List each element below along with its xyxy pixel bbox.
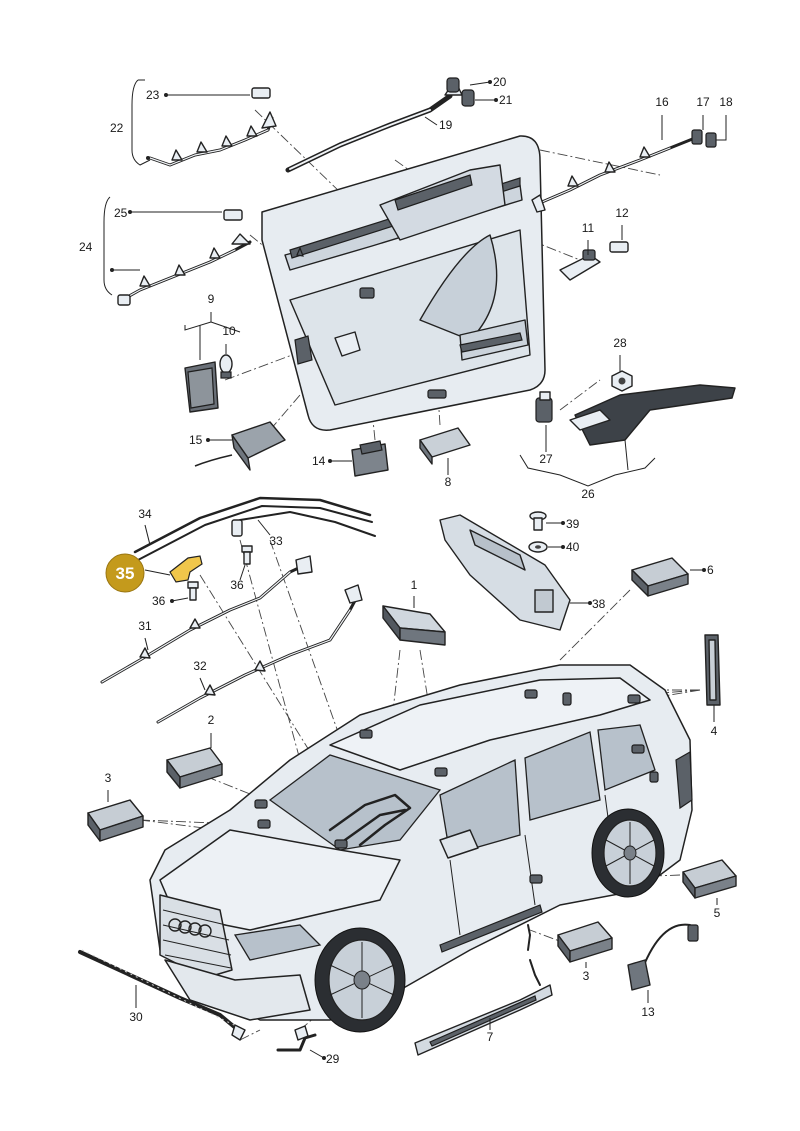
callout-c14: 14 (312, 454, 326, 468)
callout-c33: 33 (269, 534, 283, 548)
door-trim-panel (261, 135, 546, 431)
harness-31 (100, 555, 313, 684)
callout-c28: 28 (613, 336, 627, 350)
interior-harness (328, 793, 412, 847)
highlight-badge[interactable]: 35 (105, 553, 145, 593)
bracket-35 (169, 555, 203, 583)
clip-25 (223, 209, 243, 221)
strip-34 (133, 496, 373, 561)
callout-c7: 7 (487, 1030, 494, 1044)
callout-c26: 26 (581, 487, 595, 501)
callout-c5: 5 (714, 906, 721, 920)
callout-c36b: 36 (152, 594, 166, 608)
callout-c10: 10 (222, 324, 236, 338)
module-5 (682, 859, 737, 899)
plug-20 (446, 77, 460, 93)
strip-33 (231, 511, 376, 537)
clip-23 (251, 87, 271, 99)
callout-c13: 13 (641, 1005, 655, 1019)
callout-c21: 21 (499, 93, 513, 107)
light-unit-11 (559, 249, 601, 281)
bulb-12 (609, 241, 629, 253)
callout-c12: 12 (615, 206, 629, 220)
harness-24 (117, 233, 252, 306)
highlight-badge-circle (105, 553, 145, 593)
callout-c22: 22 (110, 121, 124, 135)
module-2 (166, 747, 223, 789)
callout-c31: 31 (138, 619, 152, 633)
callout-c11: 11 (582, 221, 595, 235)
door-seal-strip-19 (285, 79, 463, 173)
callout-c6: 6 (707, 563, 714, 577)
front-wheel (314, 927, 406, 1033)
highlight-badge-label: 35 (116, 564, 135, 583)
callout-c15: 15 (189, 433, 203, 447)
callout-c2: 2 (208, 713, 215, 727)
bumper-strip-30 (78, 949, 246, 1041)
washer-40 (528, 541, 548, 553)
harness-16 (531, 136, 697, 213)
callout-c1: 1 (411, 578, 418, 592)
callout-c9: 9 (208, 292, 215, 306)
lamp-9 (184, 361, 219, 413)
switch-14 (351, 440, 389, 477)
callout-c34: 34 (138, 507, 152, 521)
callout-c19: 19 (439, 118, 453, 132)
callout-c18: 18 (719, 95, 733, 109)
screw-39 (529, 511, 547, 531)
callout-c3a: 3 (105, 771, 112, 785)
taillight (675, 750, 693, 810)
module-3-right (557, 921, 613, 963)
callout-c27: 27 (539, 452, 553, 466)
callout-c29: 29 (326, 1052, 340, 1066)
callout-c25: 25 (114, 206, 128, 220)
callout-c39: 39 (566, 517, 580, 531)
bolt-36b (187, 581, 199, 601)
sill-trim-7 (414, 924, 553, 1056)
harness-32 (156, 584, 363, 724)
callout-c38: 38 (592, 597, 606, 611)
callout-c23: 23 (146, 88, 160, 102)
harness-22 (148, 111, 277, 167)
callout-c3b: 3 (583, 969, 590, 983)
module-1 (382, 605, 446, 646)
callout-c8: 8 (445, 475, 452, 489)
bulb-10 (219, 354, 233, 379)
connector-27 (535, 391, 553, 423)
module-6 (631, 557, 689, 597)
lamp-4 (704, 634, 721, 706)
car-sensor-marks (254, 689, 659, 884)
bracket-29 (276, 1025, 317, 1052)
callout-c40: 40 (566, 540, 580, 554)
control-unit-15 (194, 421, 286, 471)
callout-c20: 20 (493, 75, 507, 89)
bracket-38 (439, 514, 571, 631)
plug-21 (461, 89, 475, 107)
bolt-36a (241, 545, 253, 565)
plug-17 (691, 129, 703, 145)
callout-c30: 30 (129, 1010, 143, 1024)
plug-18 (705, 132, 717, 148)
rear-wheel (591, 808, 665, 898)
logo-rings (168, 918, 212, 938)
leader-dots (110, 80, 706, 1060)
callout-c32: 32 (193, 659, 207, 673)
trim-strip-26 (569, 384, 736, 446)
callout-c4: 4 (711, 724, 718, 738)
sensor-13 (627, 923, 699, 991)
callout-c24: 24 (79, 240, 93, 254)
callout-c17: 17 (696, 95, 710, 109)
leader-lines (103, 79, 727, 1059)
callout-c16: 16 (655, 95, 669, 109)
module-8 (419, 427, 471, 465)
nut-28 (611, 370, 633, 392)
module-3-left (87, 799, 144, 842)
callout-c36a: 36 (230, 578, 244, 592)
